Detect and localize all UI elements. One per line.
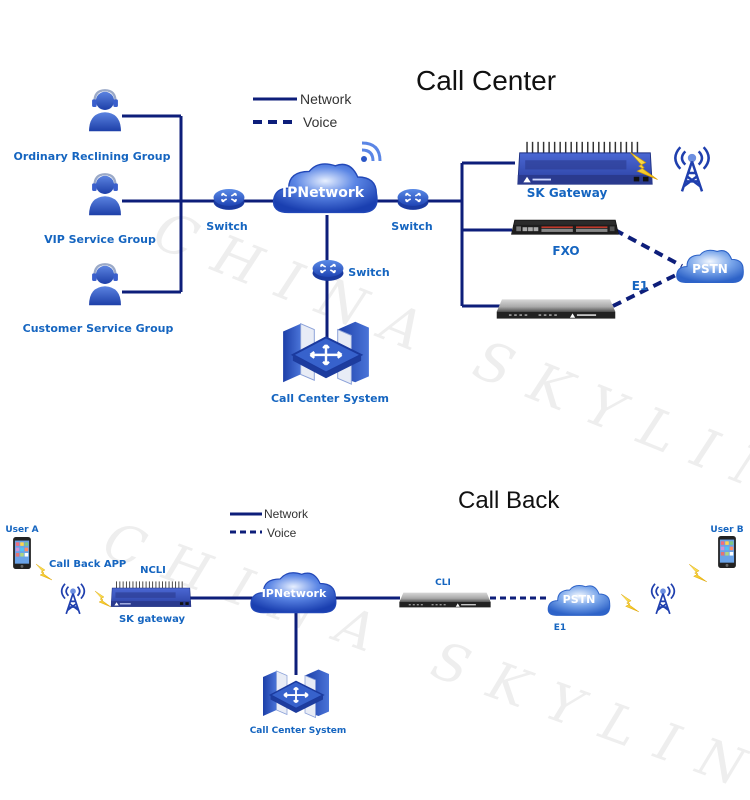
lightning-icon [620,593,640,613]
fxo-device-icon [511,219,619,235]
cell-tower-icon [650,582,676,615]
call-center-system-label: Call Center System [250,726,347,736]
agent-icon-customer [87,263,123,307]
sk-gateway-label: SK gateway [119,614,186,625]
lightning-icon [688,563,708,583]
ip-network-label: IPNetwork [262,587,327,600]
cell-tower-icon [673,145,711,193]
ip-network-label: IPNetwork [282,185,365,201]
sk-gateway-device-icon [517,141,653,185]
cli-label: CLI [435,578,451,588]
voice-line-e1-pstn [612,270,683,308]
call-back-app-label: Call Back APP [49,559,126,570]
lightning-icon [94,590,112,608]
user-b-label: User B [710,525,743,535]
user-a-label: User A [5,525,38,535]
ncli-label: NCLI [140,565,166,576]
call-back-title: Call Back [458,487,560,514]
group-label-ordinary: Ordinary Reclining Group [14,150,171,163]
legend-voice-label: Voice [267,526,297,540]
legend-network-label: Network [264,507,309,521]
legend-network-label: Network [300,91,352,107]
e1-label: E1 [554,623,566,633]
switch-icon-left [212,188,246,211]
switch-icon-right [396,188,430,211]
switch-icon-bottom [311,259,345,282]
cell-tower-icon [60,582,86,615]
e1-device-icon [496,299,616,319]
call-center-legend: Network Voice [253,91,352,130]
phone-icon-user-a [13,537,31,569]
fxo-label: FXO [552,244,579,258]
group-label-vip: VIP Service Group [44,233,156,246]
pstn-label: PSTN [563,593,596,606]
switch-label-left: Switch [206,220,247,233]
call-center-system-label: Call Center System [271,392,389,405]
call-center-system-icon [262,668,330,719]
e1-label: E1 [632,279,649,293]
group-label-customer: Customer Service Group [23,322,174,335]
legend-voice-label: Voice [303,114,337,130]
call-center-title: Call Center [416,65,556,96]
phone-icon-user-b [718,536,736,568]
sk-gateway-label: SK Gateway [527,186,608,200]
cli-device-icon [399,592,491,608]
watermark-top: CHINA SKYLINE [145,199,750,540]
pstn-label: PSTN [692,262,728,276]
switch-label-right: Switch [391,220,432,233]
watermark-bottom: CHINA SKYLINE [96,511,750,800]
agent-icon-ordinary [87,89,123,133]
call-back-legend: Network Voice [230,507,309,540]
switch-label-bottom: Switch [348,266,389,279]
wifi-icon [361,141,382,162]
agent-icon-vip [87,173,123,217]
voice-line-fxo-pstn [614,228,683,268]
